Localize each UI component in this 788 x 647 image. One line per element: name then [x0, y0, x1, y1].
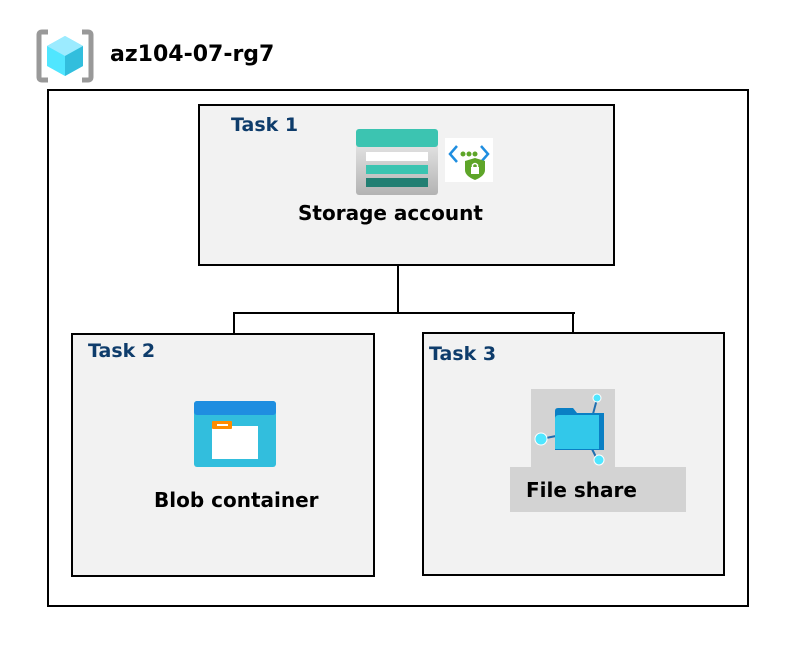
task-2-label: Task 2 [88, 340, 156, 362]
resource-group-icon [36, 29, 94, 83]
task-1-label: Task 1 [231, 114, 299, 136]
file-share-icon [534, 393, 605, 466]
resource-group-boundary [47, 89, 749, 607]
connector-line [233, 312, 575, 314]
storage-account-label: Storage account [298, 201, 483, 225]
resource-group-header: az104-07-rg7 [36, 28, 296, 84]
blob-container-label: Blob container [154, 488, 319, 512]
file-share-label-background [510, 467, 686, 512]
resource-group-name: az104-07-rg7 [110, 42, 275, 67]
file-share-label: File share [526, 478, 637, 502]
connector-line [397, 237, 399, 314]
storage-account-icon [356, 129, 438, 195]
private-endpoint-icon [445, 138, 493, 182]
blob-container-icon [194, 401, 276, 467]
task-3-label: Task 3 [429, 343, 497, 365]
